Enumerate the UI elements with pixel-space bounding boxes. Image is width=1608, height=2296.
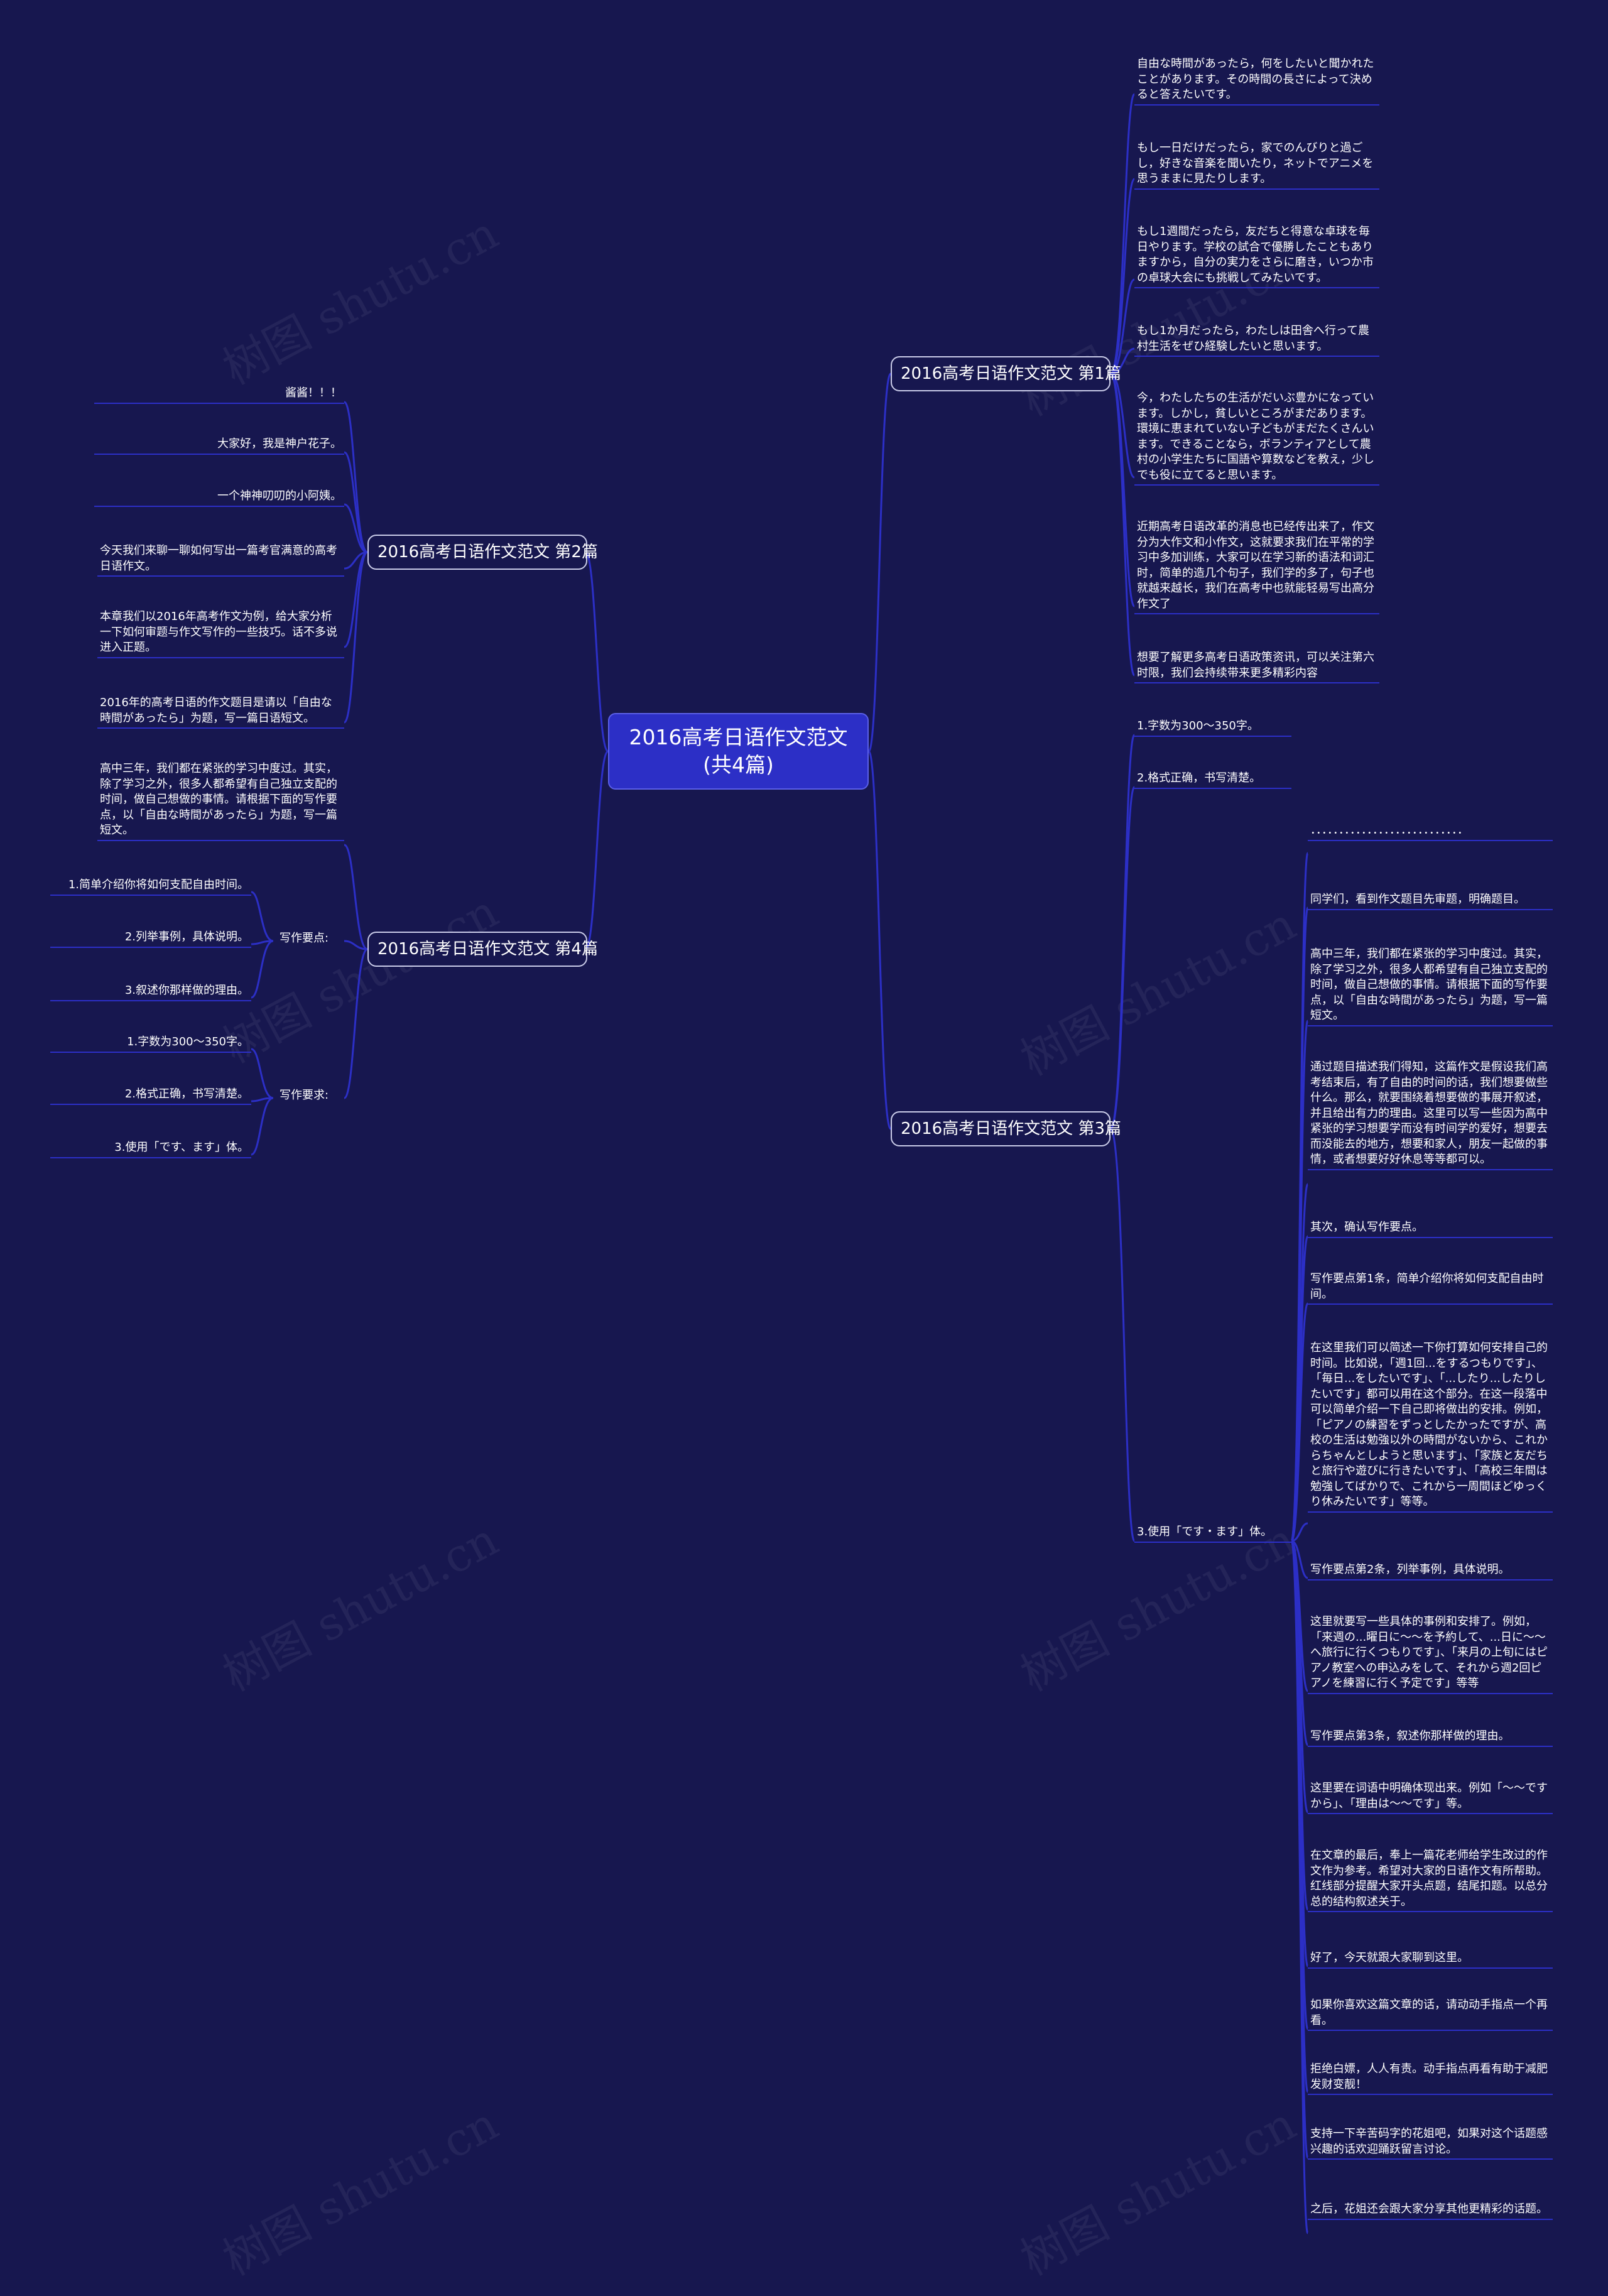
leaf-article-3-detail[interactable]: 好了，今天就跟大家聊到这里。 (1308, 1949, 1553, 1969)
writing-points-label[interactable]: 写作要点: (280, 932, 329, 945)
branch-article-4[interactable]: 2016高考日语作文范文 第4篇 (367, 932, 598, 967)
leaf-article-3-detail[interactable]: 其次，确认写作要点。 (1308, 1219, 1553, 1238)
leaf-article-2[interactable]: 大家好，我是神户花子。 (94, 435, 344, 455)
leaf-article-3-detail[interactable]: ．．．．．．．．．．．．．．．．．．．．．．．．．．． (1308, 822, 1553, 841)
leaf-article-1[interactable]: もし1週間だったら，友だちと得意な卓球を毎日やります。学校の試合で優勝したことも… (1134, 223, 1379, 288)
leaf-article-1[interactable]: 想要了解更多高考日语政策资讯，可以关注第六时限，我们会持续带来更多精彩内容 (1134, 649, 1379, 683)
leaf-article-3-detail[interactable]: 在文章的最后，奉上一篇花老师给学生改过的作文作为参考。希望对大家的日语作文有所帮… (1308, 1847, 1553, 1912)
leaf-article-1[interactable]: 今，わたしたちの生活がだいぶ豊かになっています。しかし，貧しいところがまだありま… (1134, 389, 1379, 486)
leaf-article-1[interactable]: もし一日だけだったら，家でのんびりと過ごし，好きな音楽を聞いたり，ネットでアニメ… (1134, 139, 1379, 190)
writing-point-item[interactable]: 3.叙述你那样做的理由。 (50, 982, 251, 1001)
leaf-article-3-detail[interactable]: 如果你喜欢这篇文章的话，请动动手指点一个再看。 (1308, 1996, 1553, 2031)
branch-article-3[interactable]: 2016高考日语作文范文 第3篇 (891, 1111, 1121, 1146)
leaf-article-2[interactable]: 本章我们以2016年高考作文为例，给大家分析一下如何审题与作文写作的一些技巧。话… (97, 608, 344, 658)
leaf-article-3-detail[interactable]: 之后，花姐还会跟大家分享其他更精彩的话题。 (1308, 2201, 1553, 2220)
branch-article-2[interactable]: 2016高考日语作文范文 第2篇 (367, 535, 598, 570)
leaf-article-2[interactable]: 2016年的高考日语的作文题目是请以「自由な時間があったら」为题，写一篇日语短文… (97, 694, 344, 729)
leaf-article-3-detail[interactable]: 写作要点第2条，列举事例，具体说明。 (1308, 1561, 1553, 1581)
leaf-article-2[interactable]: 一个神神叨叨的小阿姨。 (94, 487, 344, 507)
leaf-article-1[interactable]: 近期高考日语改革的消息也已经传出来了，作文分为大作文和小作文，这就要求我们在平常… (1134, 518, 1379, 614)
leaf-article-2[interactable]: 酱酱！！！ (94, 384, 344, 404)
writing-requirement-item[interactable]: 1.字数为300～350字。 (50, 1033, 251, 1053)
leaf-article-2[interactable]: 今天我们来聊一聊如何写出一篇考官满意的高考日语作文。 (97, 542, 344, 577)
leaf-article-3-detail[interactable]: 写作要点第3条，叙述你那样做的理由。 (1308, 1727, 1553, 1747)
root-topic[interactable]: 2016高考日语作文范文(共4篇) (608, 713, 869, 790)
leaf-article-4[interactable]: 高中三年，我们都在紧张的学习中度过。其实，除了学习之外，很多人都希望有自己独立支… (97, 760, 344, 841)
leaf-article-3[interactable]: 3.使用「です・ます」体。 (1134, 1523, 1291, 1543)
leaf-article-3-detail[interactable]: 同学们，看到作文题目先审题，明确题目。 (1308, 891, 1553, 910)
leaf-article-3[interactable]: 2.格式正确，书写清楚。 (1134, 770, 1291, 789)
branch-article-1[interactable]: 2016高考日语作文范文 第1篇 (891, 356, 1121, 391)
leaf-article-3[interactable]: 1.字数为300～350字。 (1134, 717, 1291, 737)
writing-point-item[interactable]: 1.简单介绍你将如何支配自由时间。 (50, 876, 251, 896)
leaf-article-3-detail[interactable]: 高中三年，我们都在紧张的学习中度过。其实，除了学习之外，很多人都希望有自己独立支… (1308, 945, 1553, 1026)
leaf-article-3-detail[interactable]: 通过题目描述我们得知，这篇作文是假设我们高考结束后，有了自由的时间的话，我们想要… (1308, 1058, 1553, 1170)
leaf-article-3-detail[interactable]: 支持一下辛苦码字的花姐吧，如果对这个话题感兴趣的话欢迎踊跃留言讨论。 (1308, 2125, 1553, 2160)
writing-requirement-item[interactable]: 3.使用「です、ます」体。 (50, 1139, 251, 1158)
leaf-article-3-detail[interactable]: 拒绝白嫖，人人有责。动手指点再看有助于减肥发财变靓！ (1308, 2060, 1553, 2095)
writing-point-item[interactable]: 2.列举事例，具体说明。 (50, 928, 251, 948)
leaf-article-3-detail[interactable]: 这里就要写一些具体的事例和安排了。例如，「来週の...曜日に～～を予約して、..… (1308, 1613, 1553, 1694)
leaf-article-3-detail[interactable]: 写作要点第1条，简单介绍你将如何支配自由时间。 (1308, 1270, 1553, 1305)
leaf-article-1[interactable]: もし1か月だったら，わたしは田舎へ行って農村生活をぜひ経験したいと思います。 (1134, 322, 1379, 357)
leaf-article-3-detail[interactable]: 这里要在词语中明确体现出来。例如「～～ですから」、「理由は～～です」等。 (1308, 1780, 1553, 1814)
writing-requirement-item[interactable]: 2.格式正确，书写清楚。 (50, 1085, 251, 1105)
leaf-article-1[interactable]: 自由な時間があったら，何をしたいと聞かれたことがあります。その時間の長さによって… (1134, 55, 1379, 106)
leaf-article-3-detail[interactable]: 在这里我们可以简述一下你打算如何安排自己的时间。比如说，「週1回...をするつも… (1308, 1339, 1553, 1513)
writing-requirements-label[interactable]: 写作要求: (280, 1089, 329, 1102)
